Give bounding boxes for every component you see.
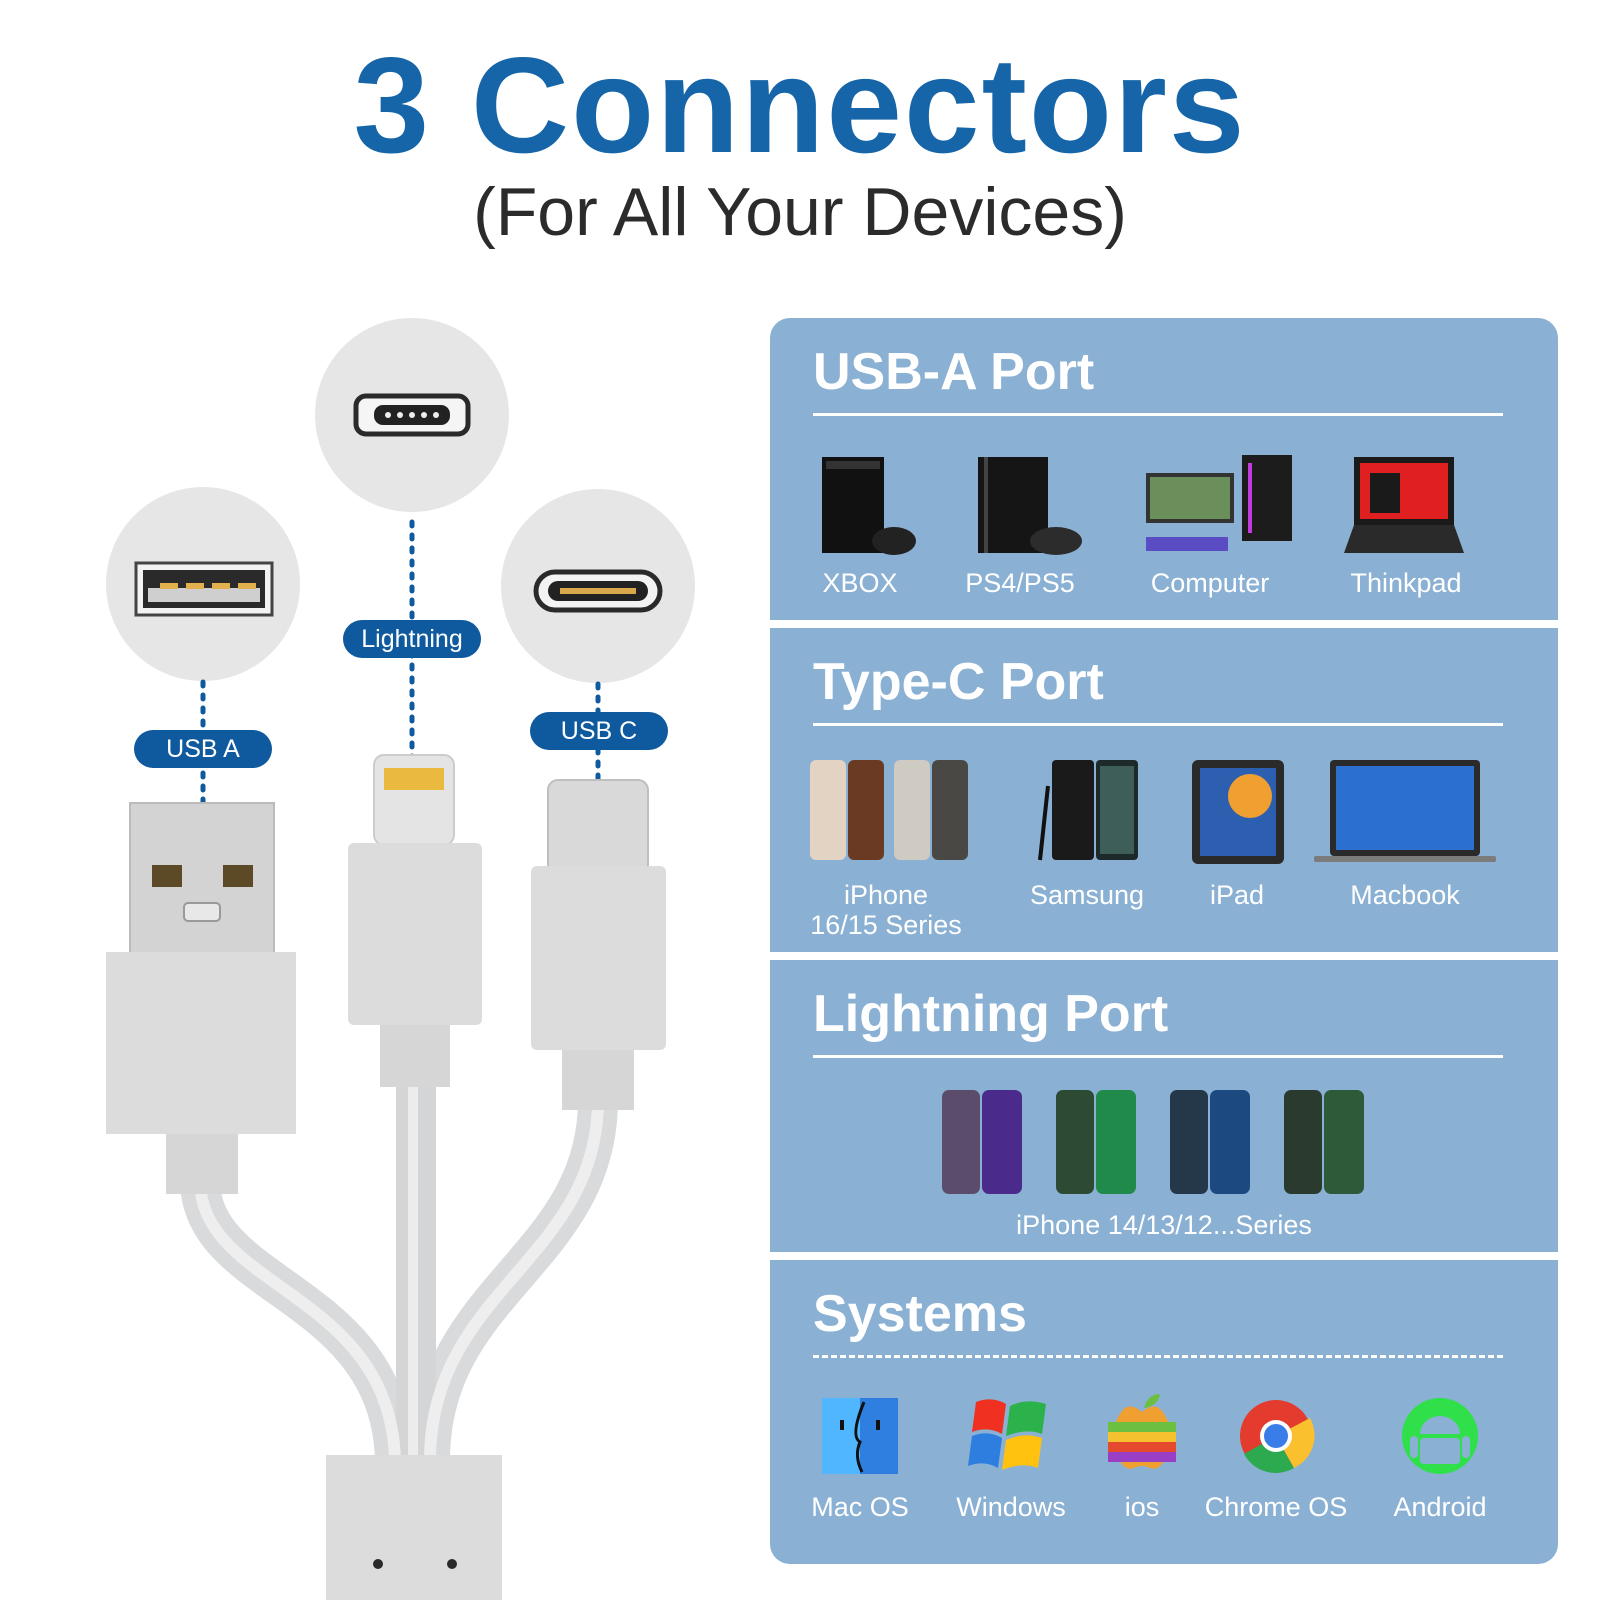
windows-logo-icon: [968, 1399, 1046, 1470]
ios-apple-logo-icon: [1108, 1394, 1176, 1469]
ipad-icon: [1192, 760, 1284, 864]
section-divider: [813, 723, 1503, 726]
system-label-ios: ios: [1124, 1492, 1160, 1522]
usb-a-label: USB A: [134, 730, 272, 768]
device-label-thinkpad: Thinkpad: [1350, 568, 1462, 598]
type-c-port-section: Type-C Port iPhone 16/15 Series Samsung …: [770, 628, 1558, 952]
section-divider: [813, 413, 1503, 416]
cable-illustration: USB A Lightning USB C: [0, 300, 740, 1605]
thinkpad-laptop-icon: [1344, 457, 1464, 553]
iphone-16-15-icon: [810, 760, 968, 860]
device-label-computer: Computer: [1150, 568, 1270, 598]
macbook-icon: [1314, 760, 1496, 862]
device-label-macbook: Macbook: [1350, 880, 1460, 910]
cable-drawing: [106, 318, 695, 1605]
section-divider-dashed: [813, 1355, 1503, 1358]
page-subtitle: (For All Your Devices): [473, 174, 1127, 250]
device-label-ipad: iPad: [1209, 880, 1265, 910]
usb-a-plug: [106, 802, 296, 1194]
section-title: USB-A Port: [813, 343, 1095, 401]
lightning-port-section: Lightning Port iPhone 14/13/12...Series: [770, 960, 1558, 1252]
lightning-label: Lightning: [343, 620, 481, 658]
section-title: Lightning Port: [813, 985, 1169, 1043]
samsung-phone-icon: [1038, 760, 1138, 861]
system-label-macos: Mac OS: [811, 1492, 909, 1522]
lightning-plug: [348, 754, 482, 1087]
mac-os-finder-icon: [822, 1398, 898, 1474]
compatibility-panel: USB-A Port XBOX PS4/PS5 Computer T: [770, 318, 1558, 1564]
android-logo-icon: [1402, 1398, 1478, 1474]
iphone-14-13-12-icons: [942, 1090, 1364, 1194]
page-title: 3 Connectors: [353, 29, 1247, 181]
systems-section: Systems: [770, 1260, 1558, 1564]
device-label-ps: PS4/PS5: [965, 568, 1075, 598]
playstation-console-icon: [978, 457, 1082, 555]
device-label-iphone-16-15: iPhone 16/15 Series: [810, 880, 962, 940]
usb-c-label: USB C: [530, 712, 668, 750]
xbox-console-icon: [822, 457, 916, 555]
usb-c-plug: [531, 779, 666, 1110]
system-label-chrome-os: Chrome OS: [1204, 1492, 1348, 1522]
system-label-android: Android: [1393, 1492, 1487, 1522]
device-label-samsung: Samsung: [1029, 880, 1145, 910]
usb-c-port-icon: [533, 569, 663, 613]
usb-a-port-section: USB-A Port XBOX PS4/PS5 Computer T: [770, 318, 1558, 620]
device-label-iphone-14-13-12: iPhone 14/13/12...Series: [1016, 1210, 1312, 1240]
device-label-xbox: XBOX: [822, 568, 898, 598]
desktop-computer-icon: [1146, 455, 1292, 551]
section-title: Type-C Port: [813, 653, 1104, 711]
section-title: Systems: [813, 1285, 1027, 1343]
lightning-port-icon: [353, 393, 471, 437]
chrome-os-logo-icon: [1240, 1400, 1315, 1473]
section-divider: [813, 1055, 1503, 1058]
system-label-windows: Windows: [956, 1492, 1066, 1522]
usb-a-port-icon: [134, 561, 274, 617]
